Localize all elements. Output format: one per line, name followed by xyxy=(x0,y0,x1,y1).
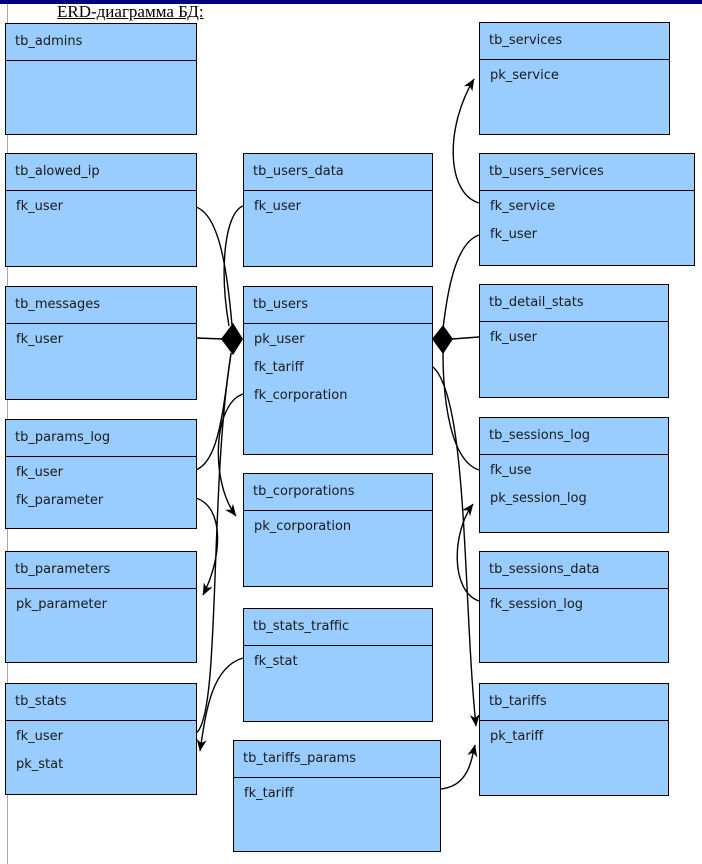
connector-tb_params_log.fk_parameter-to-tb_parameters.pk_parameter xyxy=(195,497,219,596)
table-tb_admins: tb_admins xyxy=(5,23,197,135)
table-title: tb_admins xyxy=(6,24,196,61)
table-fields: fk_user xyxy=(6,191,196,221)
table-title: tb_corporations xyxy=(244,474,432,511)
connector-tb_users_services.fk_user-to-tb_users xyxy=(442,234,480,330)
field-pk_user: pk_user xyxy=(254,332,305,347)
connector-tb_params_log.fk_user-to-tb_users xyxy=(195,352,232,471)
table-fields: pk_parameter xyxy=(6,589,196,619)
connector-tb_alowed_ip.fk_user-to-tb_users xyxy=(195,206,233,326)
table-fields: fk_stat xyxy=(244,646,432,676)
table-title: tb_params_log xyxy=(6,420,196,457)
table-fields: fk_service fk_user xyxy=(480,191,694,249)
table-title: tb_stats_traffic xyxy=(244,609,432,646)
table-fields: fk_use pk_session_log xyxy=(480,455,668,513)
field-fk_user: fk_user xyxy=(490,330,537,345)
table-fields: fk_user pk_stat xyxy=(6,721,196,779)
table-title: tb_messages xyxy=(6,287,196,324)
connector-tb_users.fk_tariff-to-tb_tariffs.pk_tariff xyxy=(432,366,480,727)
table-tb_corporations: tb_corporations pk_corporation xyxy=(243,473,433,587)
field-pk_service: pk_service xyxy=(490,68,559,83)
field-fk_service: fk_service xyxy=(490,199,556,214)
field-fk_user: fk_user xyxy=(16,199,63,214)
field-pk_session_log: pk_session_log xyxy=(490,491,587,506)
field-fk_session_log: fk_session_log xyxy=(490,597,584,612)
connector-tb_sessions_data.fk_session_log-to-tb_sessions_log.pk_session_log xyxy=(456,503,480,602)
table-title: tb_users xyxy=(244,287,432,324)
table-fields: fk_user xyxy=(6,324,196,354)
connector-tb_tariffs_params.fk_tariff-to-tb_tariffs.pk_tariff xyxy=(440,744,478,790)
table-title: tb_alowed_ip xyxy=(6,154,196,191)
users-right-hub-diamond xyxy=(432,325,453,354)
field-pk_tariff: pk_tariff xyxy=(490,729,544,744)
field-fk_user: fk_user xyxy=(16,729,63,744)
field-fk_corporation: fk_corporation xyxy=(254,388,348,403)
connector-tb_stats_traffic.fk_stat-to-tb_stats.pk_stat xyxy=(196,657,244,752)
table-title: tb_users_data xyxy=(244,154,432,191)
table-title: tb_sessions_log xyxy=(480,418,668,455)
field-fk_parameter: fk_parameter xyxy=(16,493,104,508)
table-tb_params_log: tb_params_log fk_user fk_parameter xyxy=(5,419,197,529)
field-fk_tariff: fk_tariff xyxy=(244,786,294,801)
table-fields: fk_user fk_parameter xyxy=(6,457,196,515)
table-fields: fk_tariff xyxy=(234,778,440,808)
field-fk_user: fk_user xyxy=(490,227,537,242)
field-fk_user: fk_user xyxy=(16,332,63,347)
diagram-title: ERD-диаграмма БД: xyxy=(57,2,204,21)
field-pk_corporation: pk_corporation xyxy=(254,519,352,534)
field-fk_stat: fk_stat xyxy=(254,654,298,669)
table-fields: pk_service xyxy=(480,60,669,90)
field-pk_parameter: pk_parameter xyxy=(16,597,107,612)
connector-tb_stats.fk_user-to-tb_users xyxy=(195,353,232,734)
table-tb_stats_traffic: tb_stats_traffic fk_stat xyxy=(243,608,433,722)
table-tb_users_data: tb_users_data fk_user xyxy=(243,153,433,267)
connector-tb_users.fk_corporation-to-tb_corporations.pk_corporation xyxy=(217,393,244,517)
table-fields: fk_user xyxy=(244,191,432,221)
table-tb_services: tb_services pk_service xyxy=(479,22,670,135)
table-tb_parameters: tb_parameters pk_parameter xyxy=(5,551,197,663)
connector-tb_sessions_log.fk_use-to-tb_users xyxy=(442,351,480,471)
table-tb_messages: tb_messages fk_user xyxy=(5,286,197,400)
table-tb_detail_stats: tb_detail_stats fk_user xyxy=(479,284,669,398)
table-title: tb_tariffs_params xyxy=(234,741,440,778)
connector-tb_detail_stats.fk_user-to-tb_users xyxy=(451,336,480,340)
field-fk_user: fk_user xyxy=(254,199,301,214)
top-border-bar xyxy=(0,0,702,4)
table-tb_tariffs: tb_tariffs pk_tariff xyxy=(479,683,669,796)
connector-tb_messages.fk_user-to-tb_users xyxy=(196,337,224,340)
field-fk_use: fk_use xyxy=(490,463,532,478)
table-title: tb_tariffs xyxy=(480,684,668,721)
users-left-hub-diamond xyxy=(221,323,243,355)
table-title: tb_stats xyxy=(6,684,196,721)
table-title: tb_services xyxy=(480,23,669,60)
table-title: tb_detail_stats xyxy=(480,285,668,322)
table-tb_users_services: tb_users_services fk_service fk_user xyxy=(479,153,695,266)
table-fields: pk_corporation xyxy=(244,511,432,541)
table-fields xyxy=(6,61,196,63)
table-title: tb_sessions_data xyxy=(480,552,668,589)
table-tb_users: tb_users pk_user fk_tariff fk_corporation xyxy=(243,286,433,455)
connector-tb_users_data.fk_user-to-tb_users xyxy=(223,205,244,327)
connector-tb_users_services.fk_service-to-tb_services.pk_service xyxy=(452,78,480,204)
table-fields: fk_session_log xyxy=(480,589,668,619)
field-pk_stat: pk_stat xyxy=(16,757,64,772)
table-tb_alowed_ip: tb_alowed_ip fk_user xyxy=(5,153,197,267)
table-title: tb_users_services xyxy=(480,154,694,191)
table-tb_tariffs_params: tb_tariffs_params fk_tariff xyxy=(233,740,441,852)
table-title: tb_parameters xyxy=(6,552,196,589)
table-fields: pk_tariff xyxy=(480,721,668,751)
table-fields: fk_user xyxy=(480,322,668,352)
table-fields: pk_user fk_tariff fk_corporation xyxy=(244,324,432,410)
field-fk_tariff: fk_tariff xyxy=(254,360,304,375)
table-tb_stats: tb_stats fk_user pk_stat xyxy=(5,683,197,795)
field-fk_user: fk_user xyxy=(16,465,63,480)
table-tb_sessions_data: tb_sessions_data fk_session_log xyxy=(479,551,669,663)
table-tb_sessions_log: tb_sessions_log fk_use pk_session_log xyxy=(479,417,669,533)
